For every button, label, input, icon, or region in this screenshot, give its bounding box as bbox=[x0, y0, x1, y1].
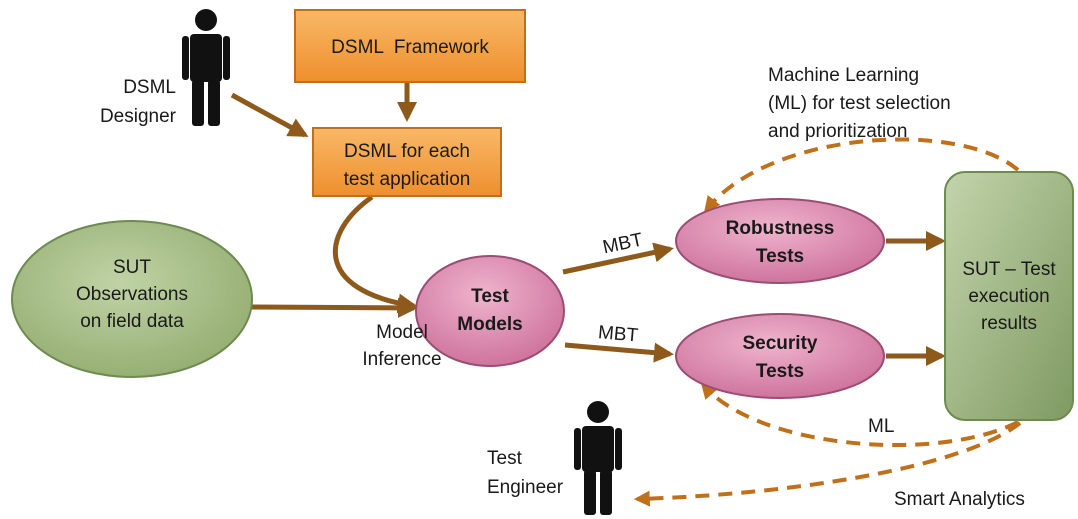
arrow-models-to-security bbox=[564, 342, 674, 363]
ml-label: ML bbox=[868, 416, 894, 437]
robustness-tests-node: Robustness Tests bbox=[675, 198, 885, 284]
test-models-line1: Test bbox=[471, 286, 509, 307]
dsml-designer-person-icon bbox=[182, 9, 230, 126]
connectors bbox=[230, 82, 946, 366]
sut-results-line3: results bbox=[981, 313, 1037, 334]
sut-results-line1: SUT – Test bbox=[962, 259, 1056, 280]
sut-observations-line2: Observations bbox=[76, 284, 188, 305]
model-inference-line1: Model bbox=[376, 322, 428, 343]
sut-observations-node: SUT Observations on field data bbox=[11, 220, 253, 378]
security-tests-node: Security Tests bbox=[675, 313, 885, 399]
arrow-models-to-robustness bbox=[562, 242, 674, 275]
dsml-framework-label: DSML Framework bbox=[331, 37, 489, 58]
dsml-designer-line2: Designer bbox=[100, 106, 177, 127]
dsml-for-each-box: DSML for each test application bbox=[312, 127, 502, 197]
dashed-ml-arrow bbox=[700, 382, 1019, 447]
ml-selection-line3: and prioritization bbox=[768, 121, 907, 142]
mbt-bottom-label: MBT bbox=[597, 322, 639, 346]
arrow-designer-to-dsml bbox=[230, 92, 309, 138]
robustness-tests-line1: Robustness bbox=[726, 218, 835, 239]
sut-results-line2: execution bbox=[968, 286, 1049, 307]
sut-observations-line1: SUT bbox=[113, 257, 151, 278]
arrow-dsml-to-test-models bbox=[332, 194, 418, 314]
smart-analytics-label: Smart Analytics bbox=[894, 489, 1025, 510]
dsml-for-each-label-line2: test application bbox=[344, 169, 471, 190]
test-engineer-line1: Test bbox=[487, 448, 523, 469]
sut-test-results-node: SUT – Test execution results bbox=[944, 171, 1074, 421]
feedback-connectors bbox=[633, 137, 1022, 507]
dsml-designer-line1: DSML bbox=[123, 77, 176, 98]
security-tests-line1: Security bbox=[743, 333, 818, 354]
dashed-smart-analytics-arrow bbox=[633, 421, 1022, 507]
security-tests-line2: Tests bbox=[756, 361, 804, 382]
model-inference-line2: Inference bbox=[362, 349, 441, 370]
ml-selection-line2: (ML) for test selection bbox=[768, 93, 951, 114]
test-models-line2: Models bbox=[457, 314, 522, 335]
test-engineer-person-icon bbox=[574, 401, 622, 515]
test-models-node: Test Models bbox=[415, 255, 565, 367]
dsml-framework-box: DSML Framework bbox=[294, 9, 526, 83]
dsml-for-each-label-line1: DSML for each bbox=[344, 141, 470, 162]
arrow-observations-to-test-models bbox=[251, 297, 418, 318]
sut-observations-line3: on field data bbox=[80, 311, 184, 332]
dashed-ml-selection-arrow bbox=[703, 137, 1020, 213]
ml-selection-line1: Machine Learning bbox=[768, 65, 919, 86]
robustness-tests-line2: Tests bbox=[756, 246, 804, 267]
test-engineer-line2: Engineer bbox=[487, 477, 564, 498]
